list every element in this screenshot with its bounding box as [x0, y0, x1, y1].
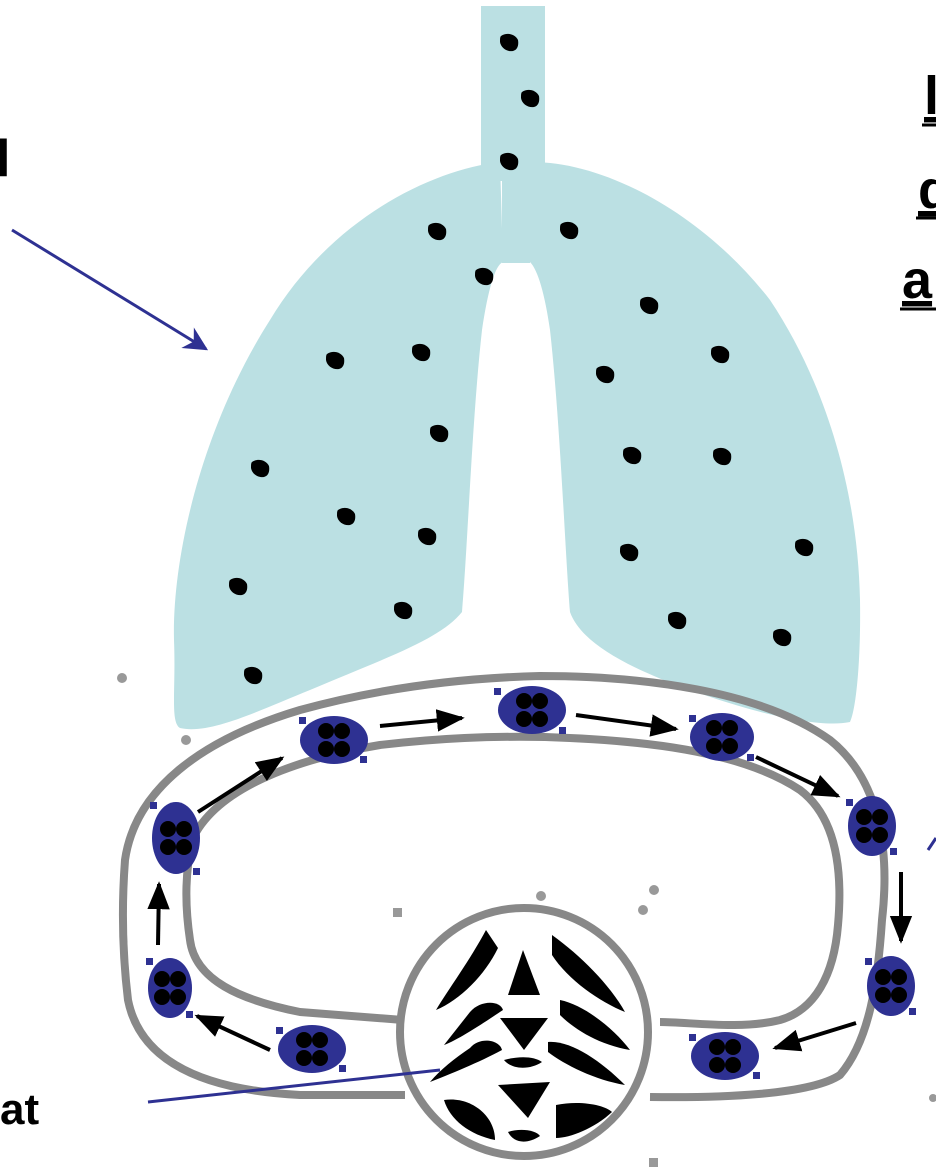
macrophage-cell-icon: [494, 686, 566, 734]
flow-arrow-icon: [198, 758, 282, 812]
right-lung: [528, 162, 860, 724]
flow-arrow-icon: [775, 1023, 856, 1048]
flow-arrow-icon: [380, 718, 462, 726]
macrophage-cell-icon: [146, 958, 193, 1018]
left-lung: [174, 162, 503, 729]
flow-arrow-icon: [197, 1016, 270, 1050]
right-title-line-2: d: [918, 160, 936, 220]
flow-arrow-icon: [576, 715, 676, 729]
right-title-line-3: a: [902, 250, 933, 310]
macrophage-cell-icon: [276, 1025, 346, 1073]
lungs: [174, 6, 860, 729]
label-left-top: l: [0, 130, 10, 188]
macrophage-cell-icon: [846, 796, 897, 856]
label-left-bottom: at: [0, 1085, 39, 1134]
lymph-node: [400, 908, 648, 1156]
macrophage-cell-icon: [150, 802, 200, 875]
pointer-to-lung: [12, 230, 206, 349]
pointer-right-edge: [928, 838, 936, 850]
macrophage-cell-icon: [299, 716, 368, 764]
right-title: l d a: [900, 66, 936, 310]
macrophage-cell-icon: [689, 1032, 760, 1080]
flow-arrow-icon: [158, 884, 159, 945]
right-title-line-1: l: [924, 66, 936, 126]
